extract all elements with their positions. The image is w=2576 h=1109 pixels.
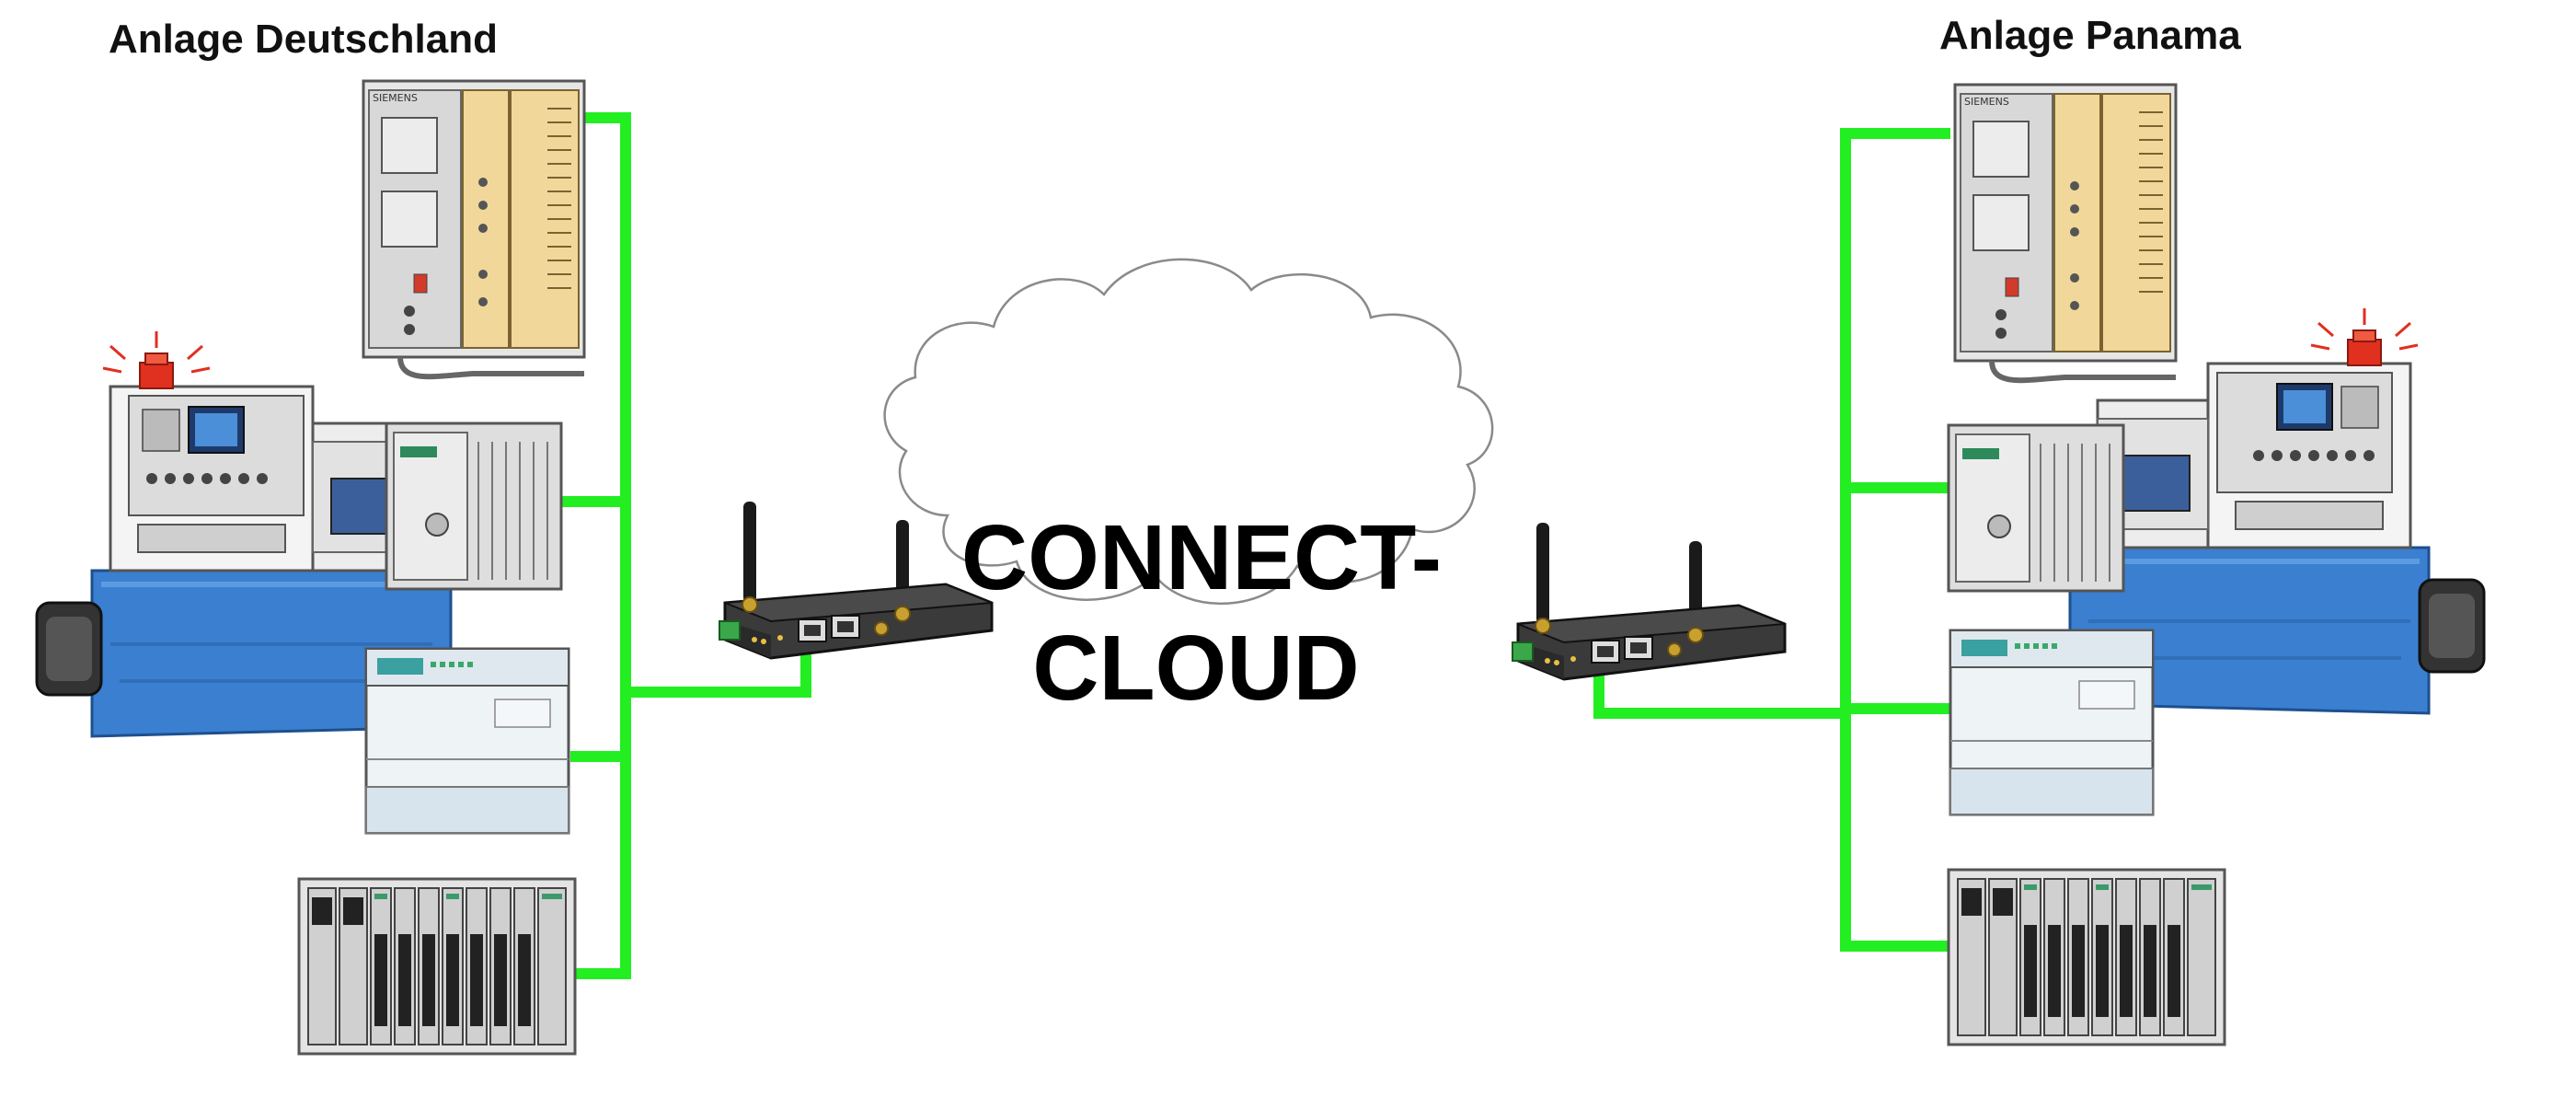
simatic-s5-right	[1955, 85, 2176, 380]
cloud-label-line1: CONNECT-	[961, 506, 1442, 609]
left-bus-line	[552, 112, 631, 979]
left-site: SIEMENS	[37, 81, 994, 1056]
router-right	[1511, 521, 1787, 681]
cloud-label-line2: CLOUD	[1032, 617, 1360, 720]
site-title-right: Anlage Panama	[1939, 13, 2241, 58]
right-site: SIEMENS	[1511, 85, 2484, 1046]
s5-brand-right: SIEMENS	[1964, 96, 2009, 108]
simatic-s5-left	[363, 81, 584, 376]
plc-300-left	[385, 422, 563, 591]
left-network-lines	[552, 112, 811, 979]
plc-400-left	[297, 877, 577, 1056]
s5-brand-left: SIEMENS	[373, 92, 418, 104]
right-network-lines	[1593, 128, 1960, 952]
connect-cloud: CONNECT- CLOUD	[883, 258, 1494, 720]
right-bus-line	[1840, 128, 1950, 952]
plc-300-right	[1947, 423, 2125, 593]
plc-400-right	[1947, 868, 2226, 1046]
plc-1200-left	[364, 647, 570, 835]
plc-1200-right	[1949, 629, 2155, 816]
site-title-left: Anlage Deutschland	[109, 17, 498, 62]
cloud-shape	[883, 258, 1494, 606]
